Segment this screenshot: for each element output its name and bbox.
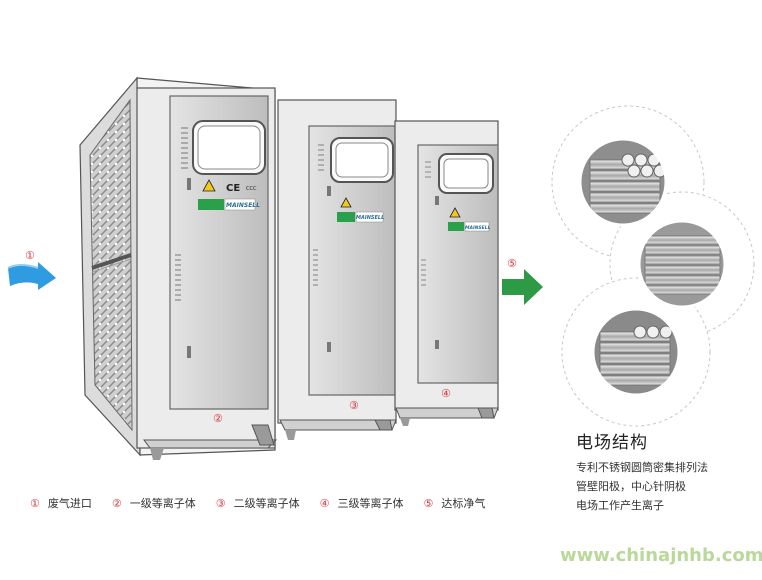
legend-label: 三级等离子体 <box>337 497 404 510</box>
legend-num: ③ <box>215 496 226 510</box>
legend-item-outlet: ⑤ 达标净气 <box>424 495 486 511</box>
legend-item-stage2: ③ 二级等离子体 <box>216 495 300 511</box>
structure-line-3: 电场工作产生离子 <box>576 499 664 512</box>
legend-item-stage3: ④ 三级等离子体 <box>320 495 404 511</box>
legend-num: ⑤ <box>423 496 434 510</box>
callout-stage1: ② <box>213 412 223 425</box>
inlet-arrow-icon <box>7 262 56 290</box>
ce-mark: CE <box>226 183 240 194</box>
legend-item-inlet: ① 废气进口 <box>30 495 92 511</box>
legend-label: 废气进口 <box>47 497 92 510</box>
legend-item-stage1: ② 一级等离子体 <box>112 495 196 511</box>
tube-detail-3 <box>593 309 679 395</box>
outlet-arrow-icon <box>502 269 543 305</box>
legend-label: 达标净气 <box>441 497 486 510</box>
legend-num: ④ <box>319 496 330 510</box>
callout-stage3: ④ <box>441 387 451 400</box>
legend-num: ② <box>111 496 122 510</box>
structure-line-1: 专利不锈钢圆筒密集排列法 <box>576 461 708 474</box>
brand-logo-2: MAINSELL <box>356 215 384 221</box>
legend-num: ① <box>30 496 40 510</box>
structure-title: 电场结构 <box>576 433 648 453</box>
callout-stage2: ③ <box>349 399 359 412</box>
structure-line-2: 管壁阳极，中心针阴极 <box>576 480 686 493</box>
callout-outlet: ⑤ <box>507 257 517 270</box>
legend-label: 一级等离子体 <box>129 497 196 510</box>
brand-logo: MAINSELL <box>226 202 260 209</box>
brand-logo-3: MAINSELL <box>465 225 491 231</box>
legend: ① 废气进口 ② 一级等离子体 ③ 二级等离子体 ④ 三级等离子体 ⑤ 达标净气 <box>30 493 505 513</box>
stage1-module <box>136 87 278 460</box>
legend-label: 二级等离子体 <box>233 497 300 510</box>
stage2-module <box>277 99 397 440</box>
stage3-module <box>394 120 499 426</box>
watermark: www.chinajnhb.com <box>560 545 762 566</box>
field-detail-circles <box>551 105 755 427</box>
callout-inlet: ① <box>25 249 35 262</box>
ccc-mark: CCC <box>246 186 257 192</box>
